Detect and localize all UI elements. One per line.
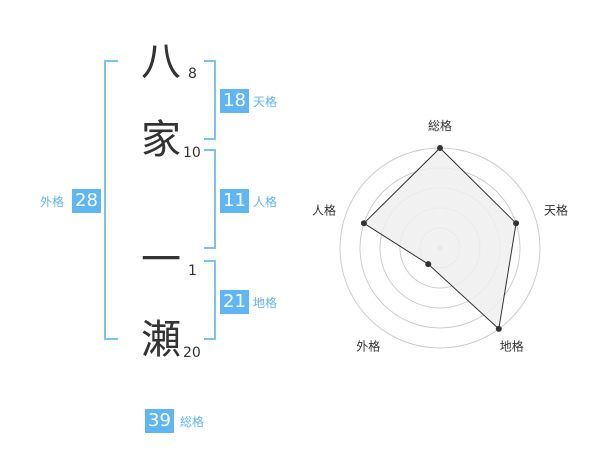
jinkaku-value: 11 (220, 189, 249, 213)
gaikaku-bracket (104, 60, 118, 340)
soukaku-label: 総格 (180, 415, 205, 429)
chikaku-label: 地格 (253, 296, 278, 310)
jinkaku-label: 人格 (253, 195, 278, 209)
gaikaku-value: 28 (72, 189, 101, 213)
chikaku-value: 21 (220, 290, 249, 314)
radar-axis-label-5: 人格 (312, 202, 336, 217)
radar-axis-label-1: 総格 (428, 118, 452, 133)
surname-char-2-strokes: 10 (183, 145, 201, 161)
surname-char-2: 家 (141, 117, 181, 163)
jinkaku-bracket (204, 149, 216, 249)
radar-point-5 (360, 220, 367, 227)
radar-axis-label-4: 外格 (356, 339, 380, 354)
tenkaku-value: 18 (220, 89, 249, 113)
gaikaku-label: 外格 (40, 195, 65, 209)
soukaku-value: 39 (145, 409, 174, 433)
radar-point-2 (513, 220, 520, 227)
radar-point-1 (437, 145, 443, 151)
radar-axis-label-2: 天格 (544, 202, 568, 217)
tenkaku-bracket (204, 60, 216, 140)
given-char-2-strokes: 20 (183, 345, 201, 361)
chikaku-bracket (204, 260, 216, 340)
surname-char-1-strokes: 8 (188, 66, 197, 82)
radar-axis-label-3: 地格 (500, 339, 524, 354)
surname-char-1: 八 (141, 39, 181, 85)
radar-point-3 (495, 325, 502, 332)
given-char-1: 一 (141, 237, 181, 283)
tenkaku-label: 天格 (253, 95, 278, 109)
radar-series-polygon (363, 147, 517, 330)
given-char-1-strokes: 1 (188, 263, 197, 279)
radar-point-4 (425, 261, 432, 268)
given-char-2: 瀬 (141, 317, 181, 363)
